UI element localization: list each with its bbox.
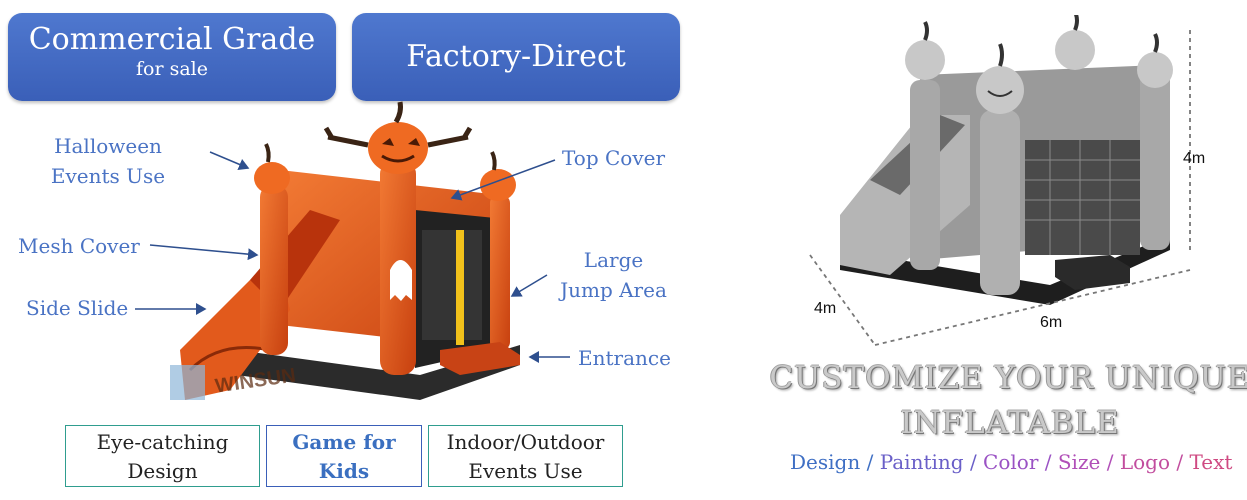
- separator: /: [969, 450, 977, 474]
- option-color: Color: [983, 450, 1039, 474]
- separator: /: [1044, 450, 1052, 474]
- feature-box-game-for-kids: Game for Kids: [266, 425, 422, 487]
- side-slide-callout: Side Slide: [26, 296, 129, 320]
- option-size: Size: [1057, 450, 1101, 474]
- headline-line2: INFLATABLE: [900, 405, 1120, 441]
- width-dimension: 6m: [1040, 314, 1063, 331]
- option-logo: Logo: [1119, 450, 1170, 474]
- customizable-bounce-house-image: [809, 15, 1191, 346]
- option-painting: Painting: [879, 450, 964, 474]
- separator: /: [1176, 450, 1184, 474]
- feature-box-eye-catching: Eye-catching Design: [65, 425, 260, 487]
- banner-title: Factory-Direct: [406, 39, 626, 74]
- halloween-events-callout: Halloween Events Use: [50, 134, 166, 188]
- height-dimension: 4m: [1183, 150, 1206, 167]
- large-jump-area-callout: Large Jump Area: [560, 248, 667, 302]
- option-design: Design: [790, 450, 861, 474]
- depth-dimension: 4m: [814, 300, 837, 317]
- callout-arrows: [135, 151, 570, 363]
- banner-subtitle: for sale: [136, 58, 208, 80]
- commercial-grade-banner: Commercial Grade for sale: [8, 13, 336, 101]
- separator: /: [1106, 450, 1114, 474]
- factory-direct-banner: Factory-Direct: [352, 13, 680, 101]
- headline-line1: CUSTOMIZE YOUR UNIQUE: [769, 360, 1247, 396]
- mesh-cover-callout: Mesh Cover: [18, 234, 140, 258]
- separator: /: [866, 450, 874, 474]
- feature-box-indoor-outdoor: Indoor/Outdoor Events Use: [428, 425, 623, 487]
- customization-options: Design / Painting / Color / Size / Logo …: [790, 449, 1240, 475]
- banner-title: Commercial Grade: [28, 22, 316, 57]
- option-text: Text: [1189, 450, 1233, 474]
- entrance-callout: Entrance: [578, 346, 671, 370]
- halloween-bounce-house-image: [170, 101, 520, 400]
- top-cover-callout: Top Cover: [562, 146, 666, 170]
